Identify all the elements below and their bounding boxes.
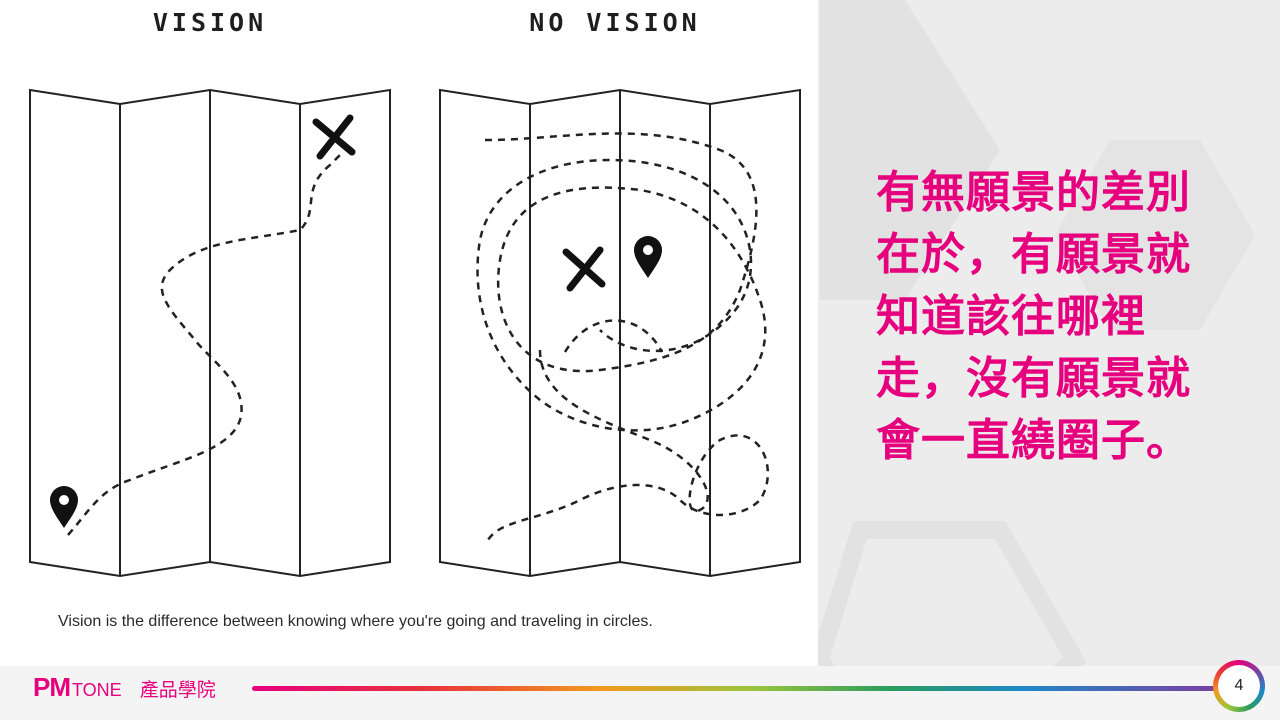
page-number: 4 [1218, 665, 1260, 707]
figure-caption: Vision is the difference between knowing… [58, 613, 653, 630]
map-pin-icon [634, 236, 662, 278]
x-mark-icon [312, 114, 356, 160]
no-vision-map [439, 88, 801, 578]
footer-bar [0, 666, 1280, 720]
vision-map [29, 88, 391, 578]
brand-pm: PM [33, 672, 71, 702]
rainbow-divider [252, 686, 1218, 691]
no-vision-title: NO VISION [529, 8, 701, 37]
brand-tone: TONE [72, 680, 122, 700]
brand-academy-name: 產品學院 [139, 679, 216, 701]
vision-illustration: VISION NO VISION Vision is the differenc… [0, 0, 818, 666]
direct-route-path [67, 154, 341, 536]
sad-face-icon [563, 319, 664, 353]
map-pin-icon [50, 486, 78, 528]
x-mark-icon [562, 246, 606, 292]
wandering-route-path [476, 132, 770, 541]
page-number-badge: 4 [1213, 660, 1265, 712]
vision-maps-drawing [29, 88, 801, 578]
slide-headline: 有無願景的差別在於，有願景就知道該往哪裡走，沒有願景就會一直繞圈子。 [876, 167, 1191, 466]
vision-title: VISION [152, 8, 268, 37]
